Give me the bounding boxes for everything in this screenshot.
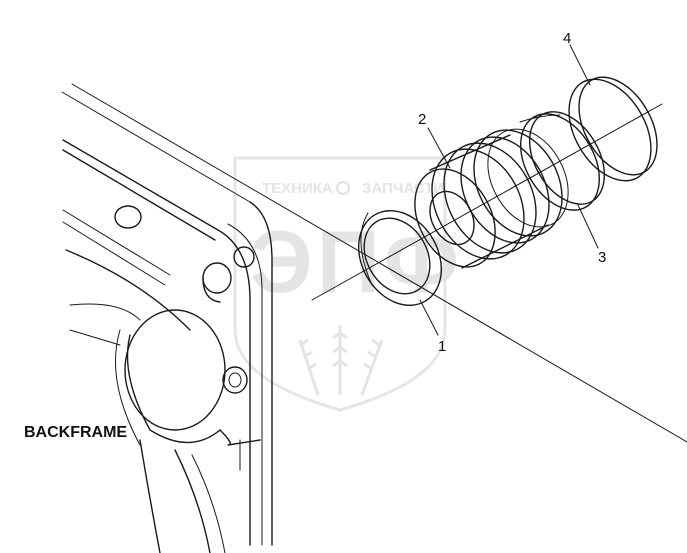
callout-2: 2 <box>418 111 426 128</box>
watermark-logo: ТЕХНИКА ЗАПЧАСТИ ЭПФ <box>233 156 463 412</box>
gear-icon <box>336 181 350 195</box>
callout-3: 3 <box>598 249 606 266</box>
backframe-bracket-hole <box>202 262 232 294</box>
backframe-bolt-boss <box>222 366 248 394</box>
leader-lines <box>419 44 599 336</box>
part-4-ring <box>568 76 658 182</box>
callout-1: 1 <box>438 338 446 355</box>
watermark-logo-letters: ЭПФ <box>250 212 463 311</box>
backframe-housing <box>61 83 687 553</box>
part-3-ring <box>519 111 606 211</box>
callout-4: 4 <box>563 30 571 47</box>
part-1-seal-ring <box>357 210 443 306</box>
backframe-label: BACKFRAME <box>24 424 127 441</box>
watermark-text-right: ЗАПЧАСТИ <box>362 180 444 197</box>
backframe-boss <box>124 309 226 431</box>
part-2-piston <box>414 128 569 269</box>
backframe-hole <box>114 205 142 229</box>
wheat-icon <box>298 325 384 396</box>
watermark-text-left: ТЕХНИКА <box>262 180 333 197</box>
